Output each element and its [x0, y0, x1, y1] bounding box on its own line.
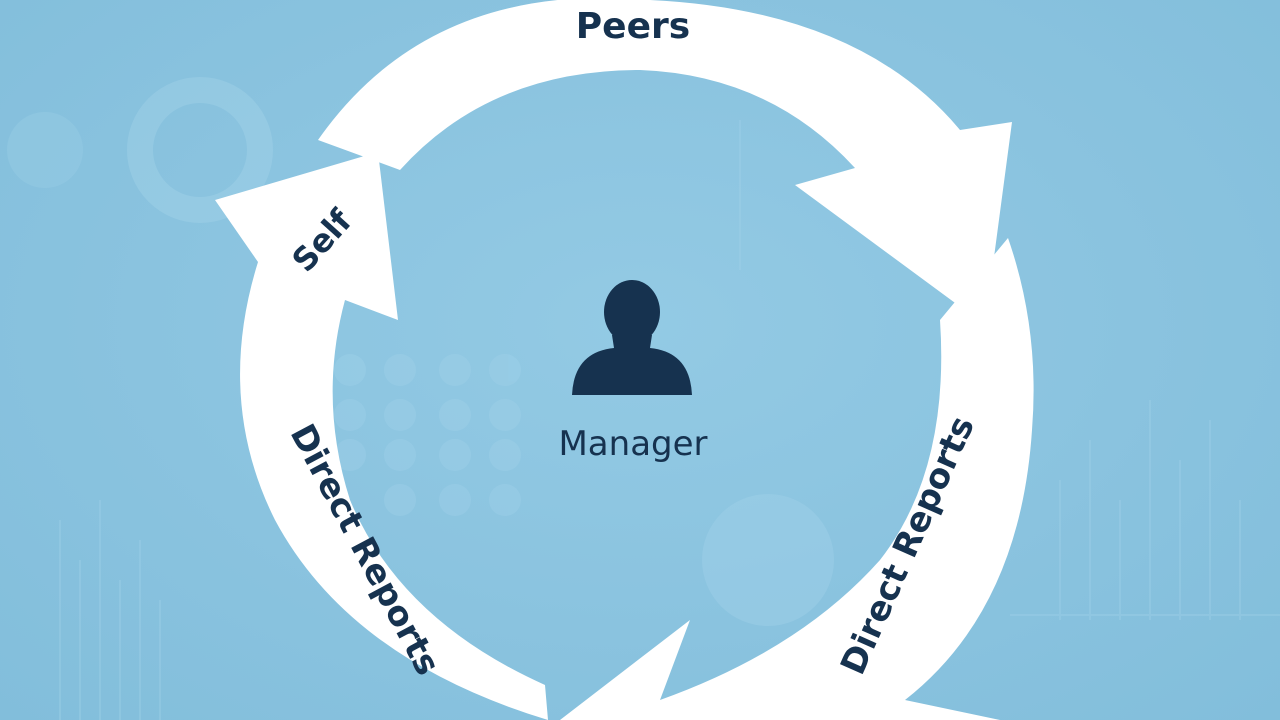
label-top: Peers — [576, 6, 690, 47]
cycle-arrows — [215, 0, 1034, 720]
bg-drop-shape — [7, 112, 83, 188]
bg-dot-grid — [334, 354, 521, 516]
arrow-left — [215, 152, 548, 720]
background-decoration — [7, 77, 1280, 720]
arrow-right — [560, 238, 1034, 720]
bg-ring-shape — [127, 77, 273, 223]
person-icon — [572, 280, 692, 395]
center-label: Manager — [558, 424, 707, 464]
bg-bar-lines — [59, 120, 1280, 720]
bg-bubble-shape — [702, 494, 834, 626]
arrow-top — [318, 0, 1012, 325]
